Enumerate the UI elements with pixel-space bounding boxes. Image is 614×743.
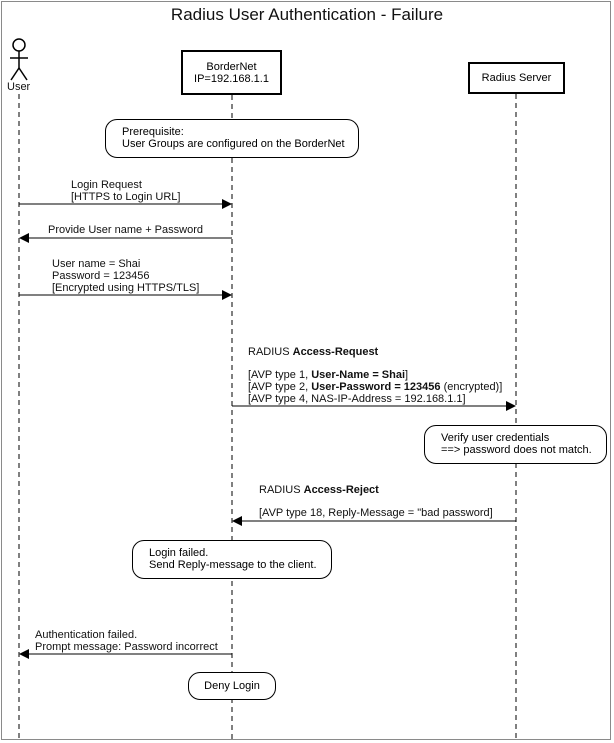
note-login-failed-line-1: Login failed. [149, 547, 209, 559]
msg-auth-failed-line-1: Authentication failed. [35, 629, 138, 641]
note-verify: Verify user credentials ==> password doe… [424, 425, 607, 464]
msg-credentials-line-3: [Encrypted using HTTPS/TLS] [52, 282, 200, 294]
user-actor-icon [10, 38, 28, 81]
access-request-prefix: RADIUS [248, 346, 293, 358]
access-reject-prefix: RADIUS [259, 484, 304, 496]
avp-1-value: User-Name = Shai [311, 369, 406, 381]
avp-2: [AVP type 2, User-Password = 123456 (enc… [248, 381, 502, 393]
msg-login-request-line-2: [HTTPS to Login URL] [71, 191, 181, 203]
bordernet-name: BorderNet [206, 60, 257, 73]
msg-auth-failed: Authentication failed. Prompt message: P… [35, 629, 218, 653]
msg-access-reject-title: RADIUS Access-Reject [259, 484, 379, 496]
note-deny-login: Deny Login [188, 672, 276, 700]
msg-credentials: User name = Shai Password = 123456 [Encr… [52, 258, 199, 294]
msg-login-request-line-1: Login Request [71, 179, 142, 191]
msg-auth-failed-line-2: Prompt message: Password incorrect [35, 641, 218, 653]
radius-server-name: Radius Server [481, 72, 552, 84]
avp-2-pre: [AVP type 2, [248, 381, 312, 393]
avp-1-pre: [AVP type 1, [248, 369, 312, 381]
note-prerequisite: Prerequisite: User Groups are configured… [105, 119, 359, 158]
msg-credentials-line-1: User name = Shai [52, 258, 141, 270]
msg-login-request: Login Request [HTTPS to Login URL] [71, 179, 180, 203]
note-verify-line-2: ==> password does not match. [441, 444, 592, 456]
note-prerequisite-line-2: User Groups are configured on the Border… [122, 138, 345, 150]
participant-bordernet: BorderNet IP=192.168.1.1 [181, 50, 282, 95]
msg-access-request-avps: [AVP type 1, User-Name = Shai] [AVP type… [248, 369, 502, 405]
access-request-name: Access-Request [292, 346, 379, 358]
avp-2-value: User-Password = 123456 [311, 381, 441, 393]
diagram-title: Radius User Authentication - Failure [170, 5, 444, 24]
msg-access-reject-avp18: [AVP type 18, Reply-Message = "bad passw… [259, 507, 493, 519]
avp-1-post: ] [405, 369, 409, 381]
participant-radius-server: Radius Server [468, 62, 565, 94]
note-verify-line-1: Verify user credentials [441, 432, 550, 444]
avp-2-post: (encrypted)] [440, 381, 503, 393]
participant-user-label: User [7, 81, 31, 93]
msg-access-request-title: RADIUS Access-Request [248, 346, 378, 358]
note-prerequisite-line-1: Prerequisite: [122, 126, 184, 138]
msg-provide-credentials: Provide User name + Password [48, 224, 203, 236]
note-login-failed-line-2: Send Reply-message to the client. [149, 559, 317, 571]
note-login-failed: Login failed. Send Reply-message to the … [132, 540, 332, 579]
bordernet-ip: IP=192.168.1.1 [194, 72, 269, 85]
msg-credentials-line-2: Password = 123456 [52, 270, 150, 282]
access-reject-name: Access-Reject [303, 484, 379, 496]
avp-1: [AVP type 1, User-Name = Shai] [248, 369, 502, 381]
avp-4: [AVP type 4, NAS-IP-Address = 192.168.1.… [248, 393, 466, 405]
